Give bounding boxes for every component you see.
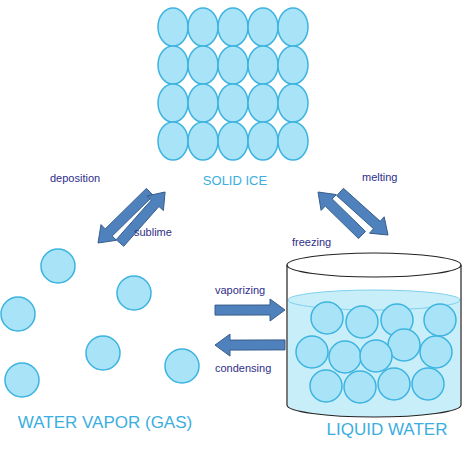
- ice-molecule: [278, 122, 308, 160]
- ice-molecule: [158, 122, 188, 160]
- ice-molecule: [188, 46, 218, 84]
- transition-label: condensing: [215, 362, 271, 374]
- phase-label: SOLID ICE: [203, 174, 267, 188]
- ice-molecule: [278, 46, 308, 84]
- vapor-molecules: [1, 249, 199, 397]
- ice-molecule: [248, 84, 278, 122]
- liquid-molecule: [360, 340, 392, 372]
- liquid-molecule: [412, 368, 444, 400]
- ice-molecule: [278, 8, 308, 46]
- ice-molecule: [248, 8, 278, 46]
- beaker: [287, 253, 461, 417]
- liquid-molecule: [424, 304, 456, 336]
- liquid-molecule: [388, 329, 420, 361]
- transition-arrow: [215, 334, 285, 356]
- phase-label: WATER VAPOR (GAS): [18, 414, 192, 433]
- ice-molecule: [158, 84, 188, 122]
- ice-lattice: [158, 8, 308, 160]
- liquid-molecule: [420, 336, 452, 368]
- transition-arrow: [116, 192, 165, 246]
- liquid-molecule: [378, 368, 410, 400]
- liquid-molecule: [310, 370, 342, 402]
- liquid-molecule: [344, 371, 376, 403]
- vapor-molecule: [1, 297, 35, 331]
- liquid-molecule: [346, 306, 378, 338]
- liquid-molecule: [329, 341, 361, 373]
- transition-label: deposition: [50, 172, 100, 184]
- transition-label: vaporizing: [215, 284, 265, 296]
- water-body: [288, 290, 460, 417]
- ice-molecule: [188, 84, 218, 122]
- transition-arrow: [318, 192, 366, 239]
- beaker-rim: [287, 253, 461, 277]
- vapor-molecule: [5, 363, 39, 397]
- vapor-molecule: [117, 276, 151, 310]
- ice-molecule: [218, 8, 248, 46]
- ice-molecule: [248, 122, 278, 160]
- ice-molecule: [188, 122, 218, 160]
- phase-label: LIQUID WATER: [327, 421, 448, 440]
- vapor-molecule: [41, 249, 75, 283]
- ice-molecule: [218, 122, 248, 160]
- transition-label: sublime: [134, 226, 172, 238]
- phase-node: WATER VAPOR (GAS): [0, 243, 215, 442]
- transition-arrow: [337, 188, 388, 235]
- ice-molecule: [188, 8, 218, 46]
- phase-node: SOLID ICE: [120, 5, 350, 192]
- ice-molecule: [248, 46, 278, 84]
- vapor-molecule: [86, 336, 120, 370]
- ice-molecule: [278, 84, 308, 122]
- transition-arrow: [215, 299, 285, 321]
- ice-molecule: [158, 46, 188, 84]
- vapor-molecule: [165, 349, 199, 383]
- ice-molecule: [218, 84, 248, 122]
- liquid-molecule: [311, 302, 343, 334]
- transition-label: melting: [362, 171, 397, 183]
- transition-label: freezing: [292, 236, 331, 248]
- beaker-wall: [287, 265, 461, 417]
- ice-molecule: [218, 46, 248, 84]
- liquid-molecules: [296, 302, 456, 403]
- liquid-molecule: [296, 336, 328, 368]
- ice-molecule: [158, 8, 188, 46]
- phase-node: LIQUID WATER: [285, 235, 462, 442]
